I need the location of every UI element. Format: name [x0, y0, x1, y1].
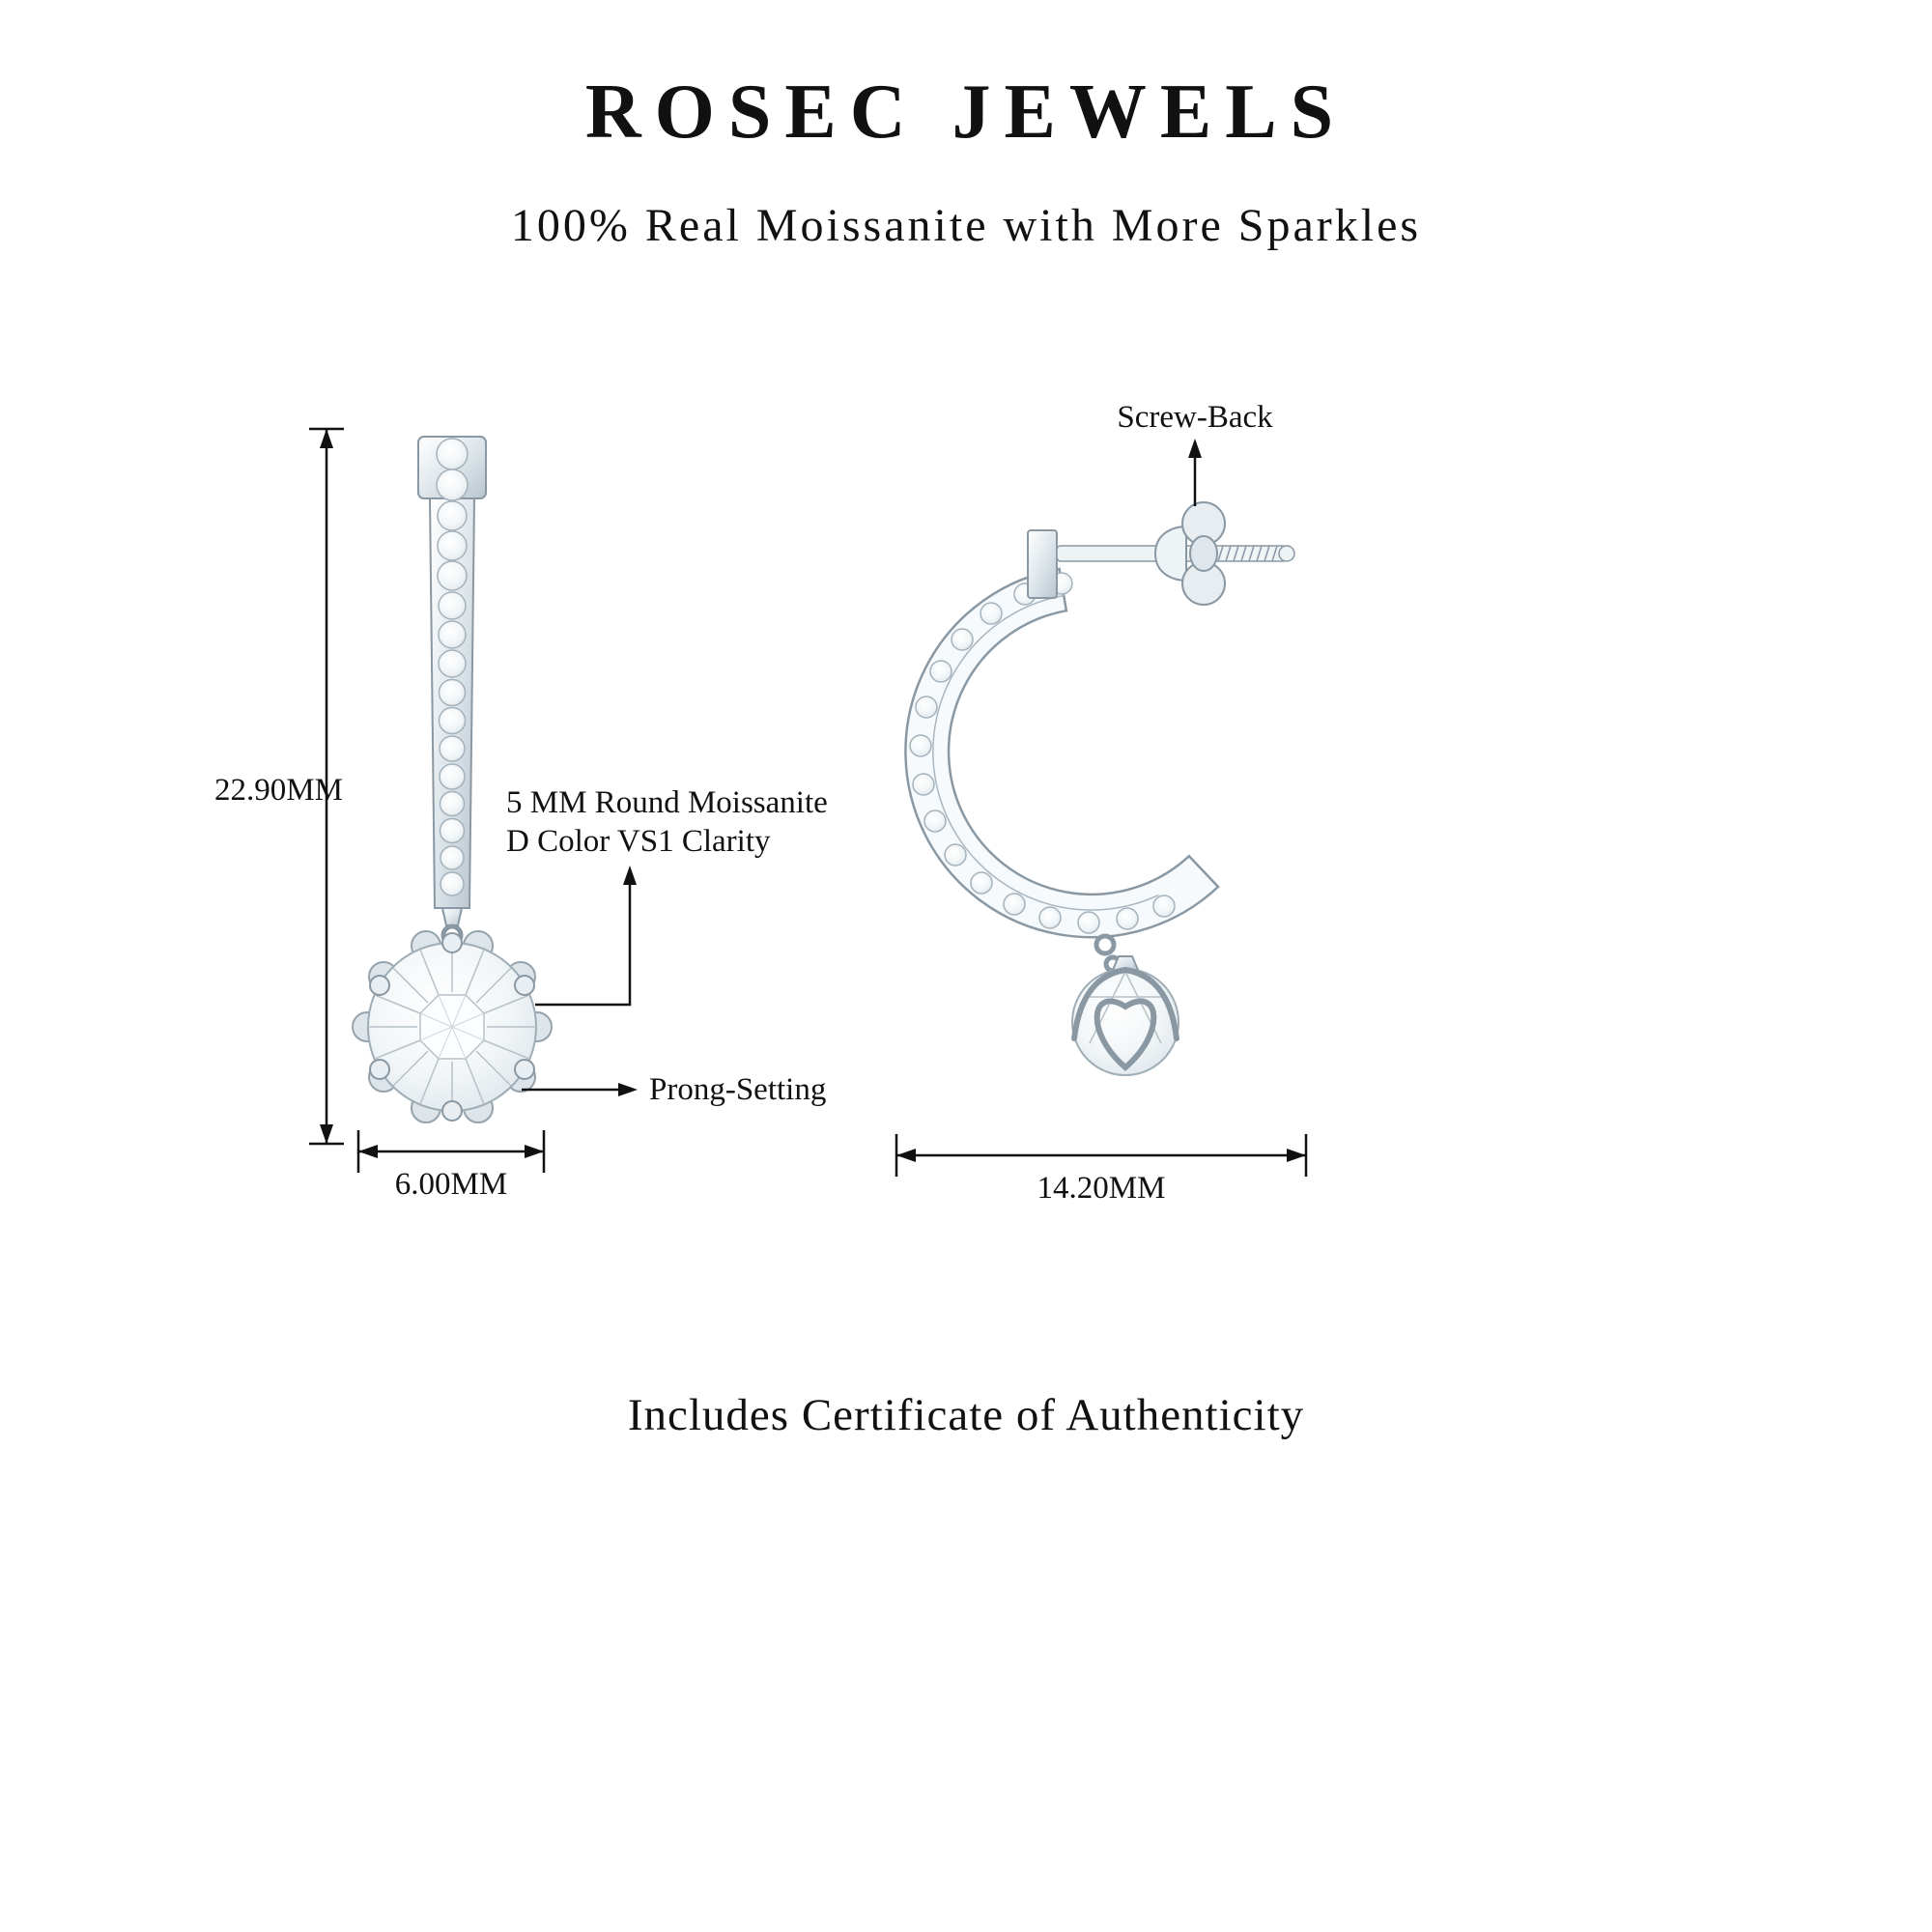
- down-arrow-icon: [320, 1124, 333, 1144]
- front-main-stone: [367, 932, 537, 1122]
- prong-setting-label: Prong-Setting: [649, 1072, 827, 1107]
- certificate-note: Includes Certificate of Authenticity: [627, 1390, 1305, 1440]
- screw-back-assembly: [1027, 501, 1295, 606]
- front-prongs: [369, 932, 535, 1122]
- brand-tagline: 100% Real Moissanite with More Sparkles: [510, 200, 1422, 251]
- side-pave-stones: [909, 572, 1176, 934]
- hoop-width-dimension-line: [895, 1134, 1308, 1177]
- screwback-annotation-arrow: [1188, 439, 1202, 506]
- up-arrow-icon: [320, 429, 333, 448]
- front-pave-stones: [436, 438, 469, 896]
- stone-note-line1: 5 MM Round Moissanite: [506, 785, 828, 820]
- height-dimension-label: 22.90MM: [214, 773, 343, 808]
- stone-note-line2: D Color VS1 Clarity: [506, 824, 771, 859]
- earring-side-illustration: [904, 501, 1295, 1076]
- left-arrow-icon: [896, 1149, 916, 1162]
- hoop-width-dimension-label: 14.20MM: [1037, 1171, 1166, 1206]
- header: ROSEC JEWELS 100% Real Moissanite with M…: [0, 70, 1932, 252]
- stone-width-dimension-label: 6.00MM: [394, 1167, 508, 1202]
- prong-annotation-arrow: [522, 1083, 638, 1096]
- stone-width-dimension-line: [356, 1130, 546, 1173]
- up-arrow-icon: [1188, 439, 1202, 458]
- right-arrow-icon: [525, 1145, 544, 1158]
- height-dimension-line: [309, 427, 344, 1146]
- earring-front-illustration: [352, 436, 553, 1123]
- right-arrow-icon: [1287, 1149, 1306, 1162]
- stone-annotation-arrow: [535, 866, 637, 1007]
- up-arrow-icon: [623, 866, 637, 885]
- left-arrow-icon: [358, 1145, 378, 1158]
- right-arrow-icon: [618, 1083, 638, 1096]
- screw-back-label: Screw-Back: [1117, 400, 1273, 435]
- side-drop-stone: [1071, 933, 1179, 1076]
- brand-title: ROSEC JEWELS: [584, 70, 1348, 155]
